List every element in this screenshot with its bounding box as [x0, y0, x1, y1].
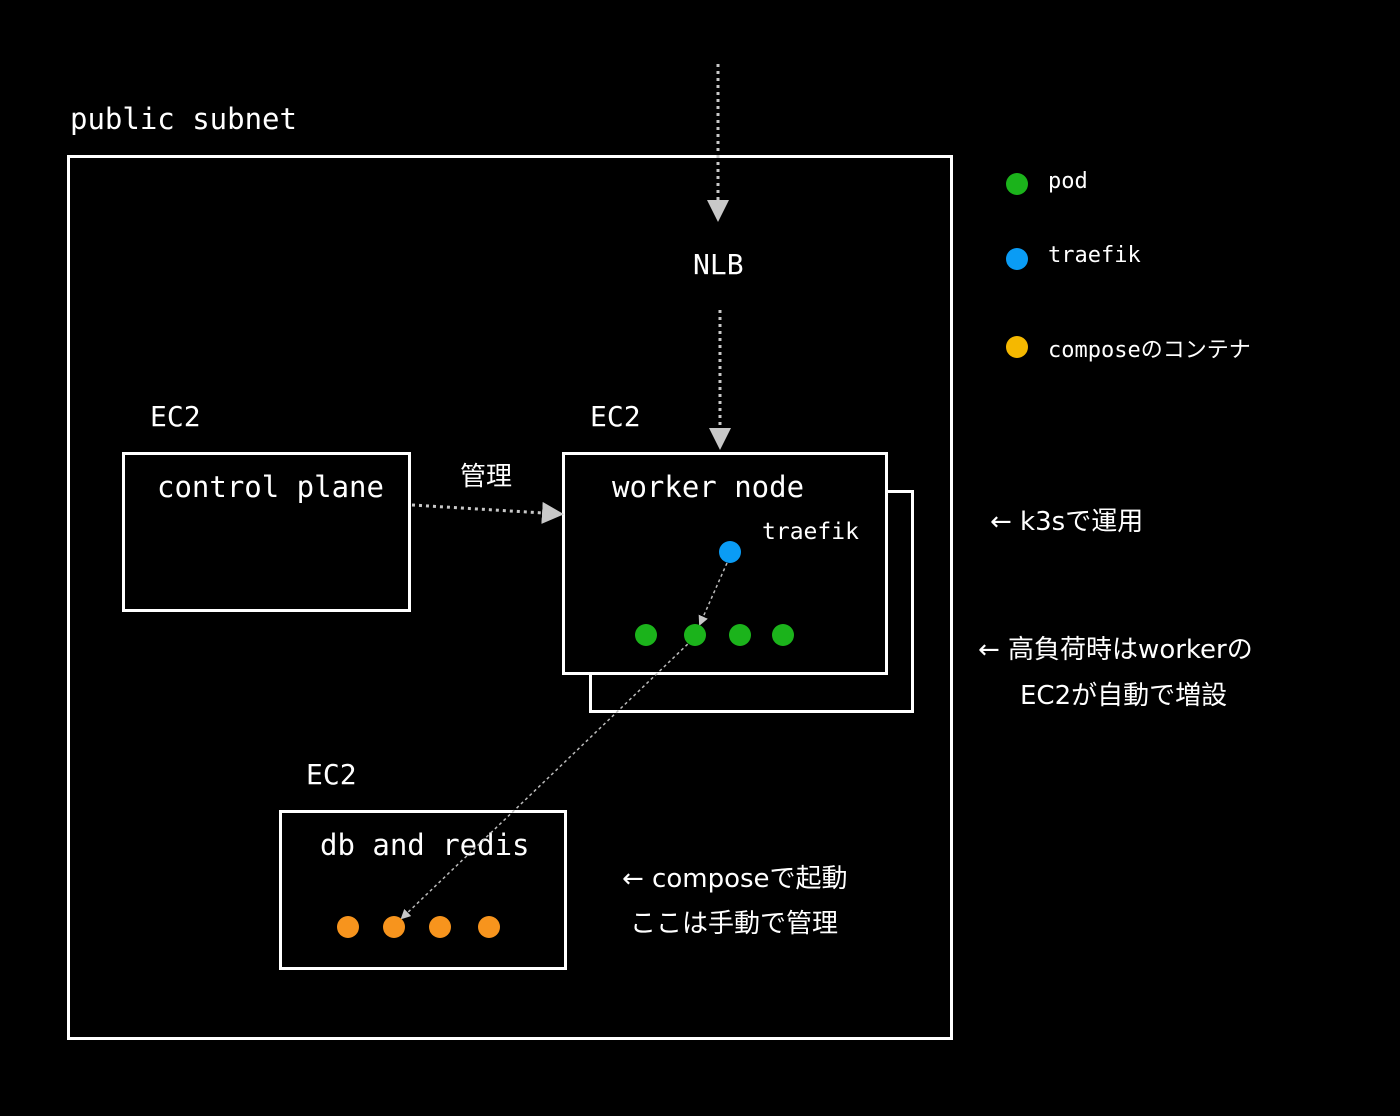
control-plane-ec2-label: EC2: [150, 400, 201, 433]
legend-container-swatch: [1006, 336, 1028, 358]
traefik-label: traefik: [762, 519, 859, 545]
pod-dot: [635, 624, 657, 646]
worker-ec2-label: EC2: [590, 400, 641, 433]
compose-note-line1: ← composeで起動: [622, 864, 848, 894]
control-plane-title: control plane: [157, 470, 384, 504]
legend-pod-swatch: [1006, 173, 1028, 195]
legend-traefik-label: traefik: [1048, 243, 1141, 268]
traefik-dot: [719, 541, 741, 563]
container-dot: [429, 916, 451, 938]
container-dot: [337, 916, 359, 938]
k3s-note: ← k3sで運用: [990, 507, 1144, 537]
db-ec2-label: EC2: [306, 758, 357, 791]
worker-node-title: worker node: [612, 470, 805, 504]
legend-traefik-swatch: [1006, 248, 1028, 270]
container-dot: [383, 916, 405, 938]
legend-container-label: composeのコンテナ: [1048, 338, 1251, 363]
nlb-label: NLB: [693, 248, 744, 281]
scale-note-line1: ← 高負荷時はworkerの: [978, 635, 1253, 665]
container-dot: [478, 916, 500, 938]
legend-pod-label: pod: [1048, 169, 1088, 194]
pod-dot: [729, 624, 751, 646]
control-plane-box: [122, 452, 411, 612]
pod-dot: [772, 624, 794, 646]
db-redis-title: db and redis: [320, 828, 530, 862]
compose-note-line2: ここは手動で管理: [630, 909, 839, 939]
subnet-label: public subnet: [70, 102, 297, 136]
scale-note-line2: EC2が自動で増設: [1020, 681, 1228, 711]
pod-dot: [684, 624, 706, 646]
manage-edge-label: 管理: [460, 462, 513, 492]
